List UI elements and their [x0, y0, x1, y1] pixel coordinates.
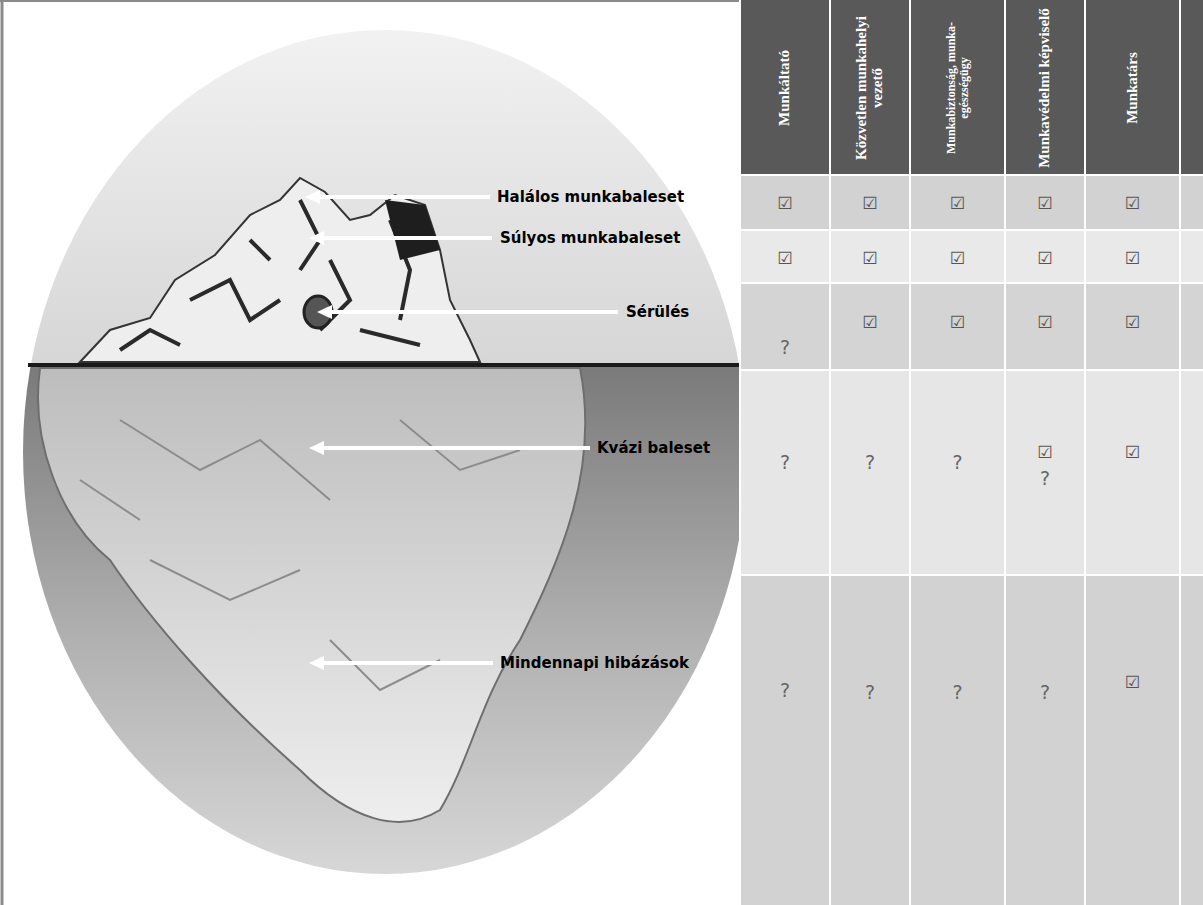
header-cell: Munkabiztonság, munka-egészségügy	[910, 0, 1005, 175]
check-mark: ☑	[1125, 442, 1140, 462]
column-header: Munkáltató	[777, 8, 793, 168]
column-header: Munkabiztonság, munka-egészségügy	[945, 8, 970, 168]
unknown-mark: ?	[780, 336, 790, 358]
unknown-mark: ?	[1040, 681, 1050, 703]
check-mark: ☑	[862, 248, 877, 268]
unknown-mark: ?	[952, 681, 962, 703]
check-mark: ☑	[1125, 193, 1140, 213]
check-mark: ☑	[950, 248, 965, 268]
check-mark: ☑	[862, 312, 877, 332]
unknown-mark: ?	[952, 451, 962, 473]
unknown-mark: ?	[865, 451, 875, 473]
check-mark: ☑	[950, 193, 965, 213]
check-mark: ☑	[1037, 312, 1052, 332]
header-cell: Munkáltató	[740, 0, 830, 175]
check-mark: ☑	[950, 312, 965, 332]
header-cell: Munkavédelmi képviselő	[1005, 0, 1085, 175]
level-label: Kvázi baleset	[597, 439, 710, 457]
check-mark: ☑	[777, 248, 792, 268]
check-mark: ☑	[1125, 248, 1140, 268]
check-mark: ☑	[1125, 672, 1140, 692]
column-header: Munkatárs	[1125, 8, 1141, 168]
column-header: Munkavédelmi képviselő	[1037, 8, 1053, 168]
level-label: Halálos munkabaleset	[497, 188, 684, 206]
unknown-mark: ?	[865, 681, 875, 703]
check-mark: ☑	[1037, 442, 1052, 462]
level-label: Sérülés	[626, 303, 689, 321]
header-cell: Munkatárs	[1085, 0, 1180, 175]
header-cell: Közvetlen munkahelyi vezető	[830, 0, 910, 175]
check-mark: ☑	[1037, 248, 1052, 268]
check-mark: ☑	[862, 193, 877, 213]
column-header: Közvetlen munkahelyi vezető	[854, 8, 886, 168]
level-label: Mindennapi hibázások	[500, 654, 689, 672]
check-mark: ☑	[1037, 193, 1052, 213]
unknown-mark: ?	[1040, 467, 1050, 489]
level-label: Súlyos munkabaleset	[500, 229, 680, 247]
check-mark: ☑	[1125, 312, 1140, 332]
unknown-mark: ?	[780, 451, 790, 473]
unknown-mark: ?	[780, 679, 790, 701]
check-mark: ☑	[777, 193, 792, 213]
